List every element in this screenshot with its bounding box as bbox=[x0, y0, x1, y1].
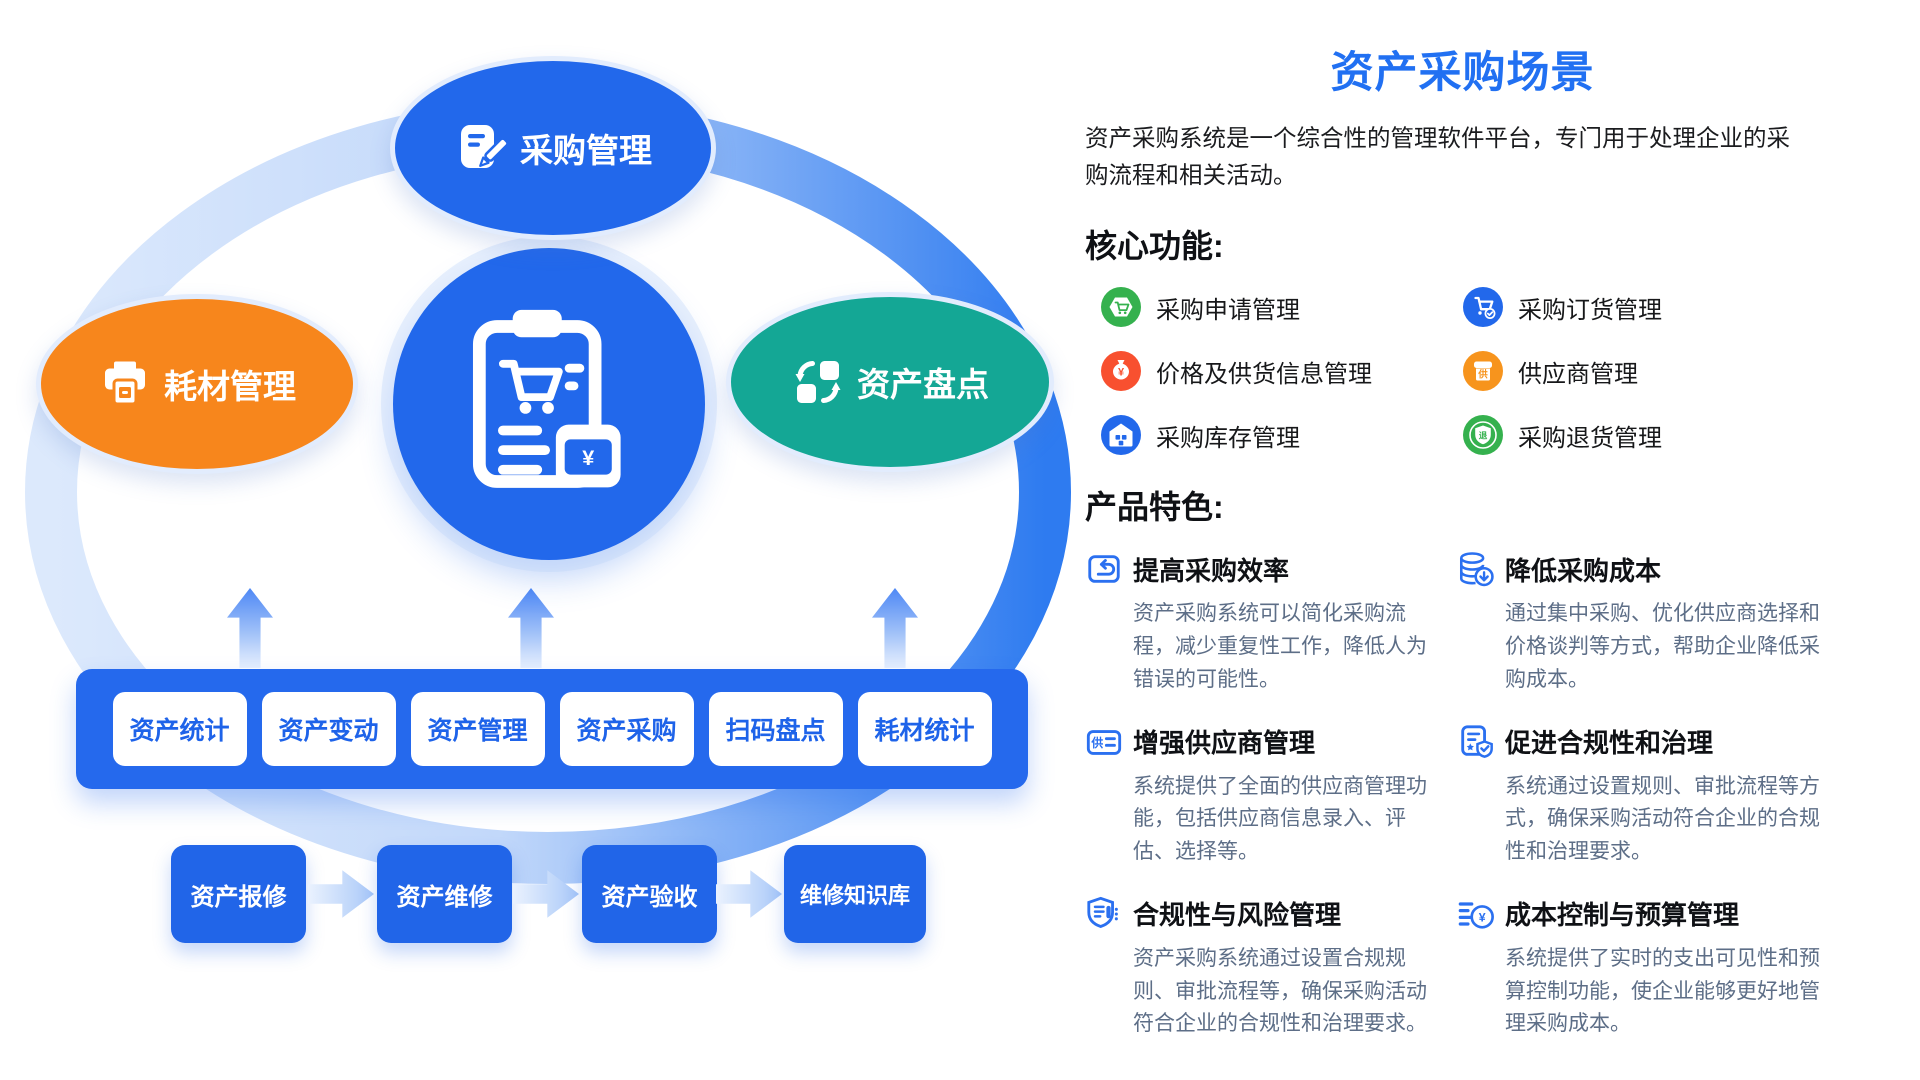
warehouse-icon bbox=[1101, 415, 1141, 456]
module-button-asset-procurement[interactable]: 资产采购 bbox=[559, 692, 694, 766]
yen-badge: ¥ bbox=[1118, 367, 1125, 379]
core-functions-heading: 核心功能: bbox=[1085, 228, 1224, 265]
feature-title: 促进合规性和治理 bbox=[1505, 728, 1714, 758]
feature-title: 提高采购效率 bbox=[1133, 555, 1290, 586]
node-procurement-management: 采购管理 bbox=[390, 56, 716, 240]
feature-title: 降低采购成本 bbox=[1505, 555, 1662, 586]
feature-title: 成本控制与预算管理 bbox=[1505, 900, 1740, 931]
core-item-label: 采购退货管理 bbox=[1518, 424, 1662, 452]
return-badge: 退 bbox=[1479, 431, 1488, 441]
core-item-purchase-inventory: 采购库存管理 bbox=[1101, 415, 1463, 456]
module-button-asset-stats[interactable]: 资产统计 bbox=[112, 692, 247, 766]
module-button-consumable-stats[interactable]: 耗材统计 bbox=[857, 692, 992, 766]
intro-description: 资产采购系统是一个综合性的管理软件平台，专门用于处理企业的采购流程和相关活动。 bbox=[1085, 125, 1790, 189]
product-features-heading: 产品特色: bbox=[1085, 489, 1224, 526]
feature-compliance-governance: 促进合规性和治理 系统通过设置规则、审批流程等方式，确保采购活动符合企业的合规性… bbox=[1457, 723, 1840, 869]
money-bag-icon: ¥ bbox=[1101, 351, 1141, 392]
module-button-asset-management[interactable]: 资产管理 bbox=[410, 692, 545, 766]
feature-description: 资产采购系统可以简化采购流程，减少重复性工作，降低人为错误的可能性。 bbox=[1133, 602, 1427, 691]
core-item-purchase-ordering: 采购订货管理 bbox=[1463, 287, 1840, 328]
node-asset-inventory: 资产盘点 bbox=[726, 292, 1054, 472]
flow-step-asset-acceptance[interactable]: 资产验收 bbox=[582, 845, 717, 943]
core-item-purchase-returns: 退 采购退货管理 bbox=[1463, 415, 1840, 456]
product-features-list: 提高采购效率 资产采购系统可以简化采购流程，减少重复性工作，降低人为错误的可能性… bbox=[1085, 550, 1840, 1041]
feature-title: 增强供应商管理 bbox=[1133, 728, 1316, 758]
core-item-supplier-management: 供 供应商管理 bbox=[1463, 351, 1840, 392]
printer-icon bbox=[105, 361, 145, 406]
page-title: 资产采购场景 bbox=[1330, 49, 1595, 97]
supplier-badge: 供 bbox=[1477, 369, 1488, 381]
feature-description: 系统提供了全面的供应商管理功能，包括供应商信息录入、评估、选择等。 bbox=[1133, 774, 1427, 864]
node-consumables-management: 耗材管理 bbox=[36, 294, 358, 474]
yen-badge: ¥ bbox=[582, 445, 594, 470]
doc-shield-icon bbox=[1461, 724, 1493, 758]
flow-step-asset-repair-request[interactable]: 资产报修 bbox=[171, 845, 306, 943]
shield-doc-icon bbox=[1087, 896, 1118, 928]
node-label: 采购管理 bbox=[520, 132, 652, 169]
core-item-label: 价格及供货信息管理 bbox=[1156, 360, 1372, 388]
feature-title: 合规性与风险管理 bbox=[1133, 900, 1342, 931]
feature-description: 资产采购系统通过设置合规规则、审批流程等，确保采购活动符合企业的合规性和治理要求… bbox=[1133, 946, 1427, 1036]
storefront-icon: 供 bbox=[1463, 351, 1503, 392]
info-panel: 资产采购场景 资产采购系统是一个综合性的管理软件平台，专门用于处理企业的采购流程… bbox=[1085, 38, 1840, 1041]
node-label: 耗材管理 bbox=[164, 368, 296, 405]
core-item-purchase-request: 采购申请管理 bbox=[1101, 287, 1463, 328]
core-item-label: 供应商管理 bbox=[1518, 360, 1638, 388]
feature-improve-efficiency: 提高采购效率 资产采购系统可以简化采购流程，减少重复性工作，降低人为错误的可能性… bbox=[1085, 550, 1457, 696]
core-item-label: 采购订货管理 bbox=[1518, 296, 1662, 324]
clipboard-cart-icon: ¥ bbox=[472, 309, 621, 488]
coins-down-icon bbox=[1459, 552, 1494, 587]
return-box-icon bbox=[1088, 555, 1120, 584]
document-pencil-icon bbox=[461, 125, 508, 168]
feature-compliance-risk: 合规性与风险管理 资产采购系统通过设置合规规则、审批流程等，确保采购活动符合企业… bbox=[1085, 895, 1457, 1041]
feature-reduce-cost: 降低采购成本 通过集中采购、优化供应商选择和价格谈判等方式，帮助企业降低采购成本… bbox=[1457, 550, 1840, 696]
cart-check-icon bbox=[1463, 287, 1503, 328]
core-functions-list: 采购申请管理 采购订货管理 ¥ 价格及供货信息管理 bbox=[1101, 287, 1840, 456]
core-item-label: 采购申请管理 bbox=[1156, 296, 1300, 324]
feature-supplier-management: 供 增强供应商管理 系统提供了全面的供应商管理功能，包括供应商信息录入、评估、选… bbox=[1085, 723, 1457, 869]
center-procurement-hub: ¥ bbox=[393, 248, 705, 560]
feature-cost-budget-control: ¥ 成本控制与预算管理 系统提供了实时的支出可见性和预算控制功能，使企业能够更好… bbox=[1457, 895, 1840, 1041]
feature-description: 系统提供了实时的支出可见性和预算控制功能，使企业能够更好地管理采购成本。 bbox=[1505, 946, 1820, 1036]
module-button-asset-change[interactable]: 资产变动 bbox=[261, 692, 396, 766]
flow-step-asset-maintenance[interactable]: 资产维修 bbox=[377, 845, 512, 943]
feature-description: 通过集中采购、优化供应商选择和价格谈判等方式，帮助企业降低采购成本。 bbox=[1505, 602, 1820, 691]
feature-description: 系统通过设置规则、审批流程等方式，确保采购活动符合企业的合规性和治理要求。 bbox=[1505, 774, 1820, 864]
budget-coin-icon: ¥ bbox=[1458, 902, 1494, 929]
core-item-price-supply-info: ¥ 价格及供货信息管理 bbox=[1101, 351, 1463, 392]
node-label: 资产盘点 bbox=[857, 366, 989, 403]
module-button-bar: 资产统计 资产变动 资产管理 资产采购 扫码盘点 耗材统计 bbox=[76, 669, 1028, 789]
flow-step-maintenance-knowledge-base[interactable]: 维修知识库 bbox=[784, 845, 926, 943]
cart-hexagon-icon bbox=[1101, 287, 1141, 328]
supplier-list-icon: 供 bbox=[1086, 729, 1122, 755]
swap-icon bbox=[795, 361, 841, 403]
return-badge-icon: 退 bbox=[1463, 415, 1503, 456]
supplier-badge: 供 bbox=[1090, 736, 1103, 750]
yen-badge: ¥ bbox=[1479, 910, 1486, 924]
module-button-scan-inventory[interactable]: 扫码盘点 bbox=[708, 692, 843, 766]
core-item-label: 采购库存管理 bbox=[1156, 424, 1300, 452]
